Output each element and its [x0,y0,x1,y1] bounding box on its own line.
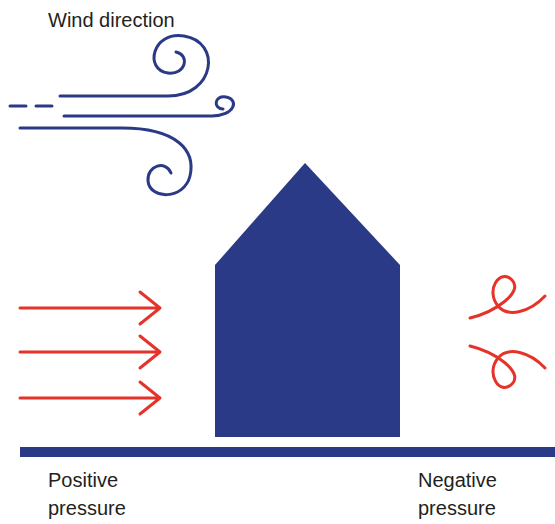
wind-dash [10,105,52,108]
pressure-label: Negative pressure [418,466,528,522]
wind-symbol [10,36,234,195]
wind-swirl [60,36,208,96]
pressure-arrows [20,292,160,414]
house [215,163,400,437]
turbulence [470,277,545,388]
eddy [470,277,545,318]
eddy [470,346,545,387]
arrow [20,292,160,324]
wind-curl [64,97,234,116]
heading-label: Wind direction [48,6,268,34]
wind-swirl [20,128,191,195]
arrow [20,382,160,414]
ground-bar [20,447,555,457]
pressure-label: Positive pressure [48,466,158,522]
arrow [20,336,160,368]
